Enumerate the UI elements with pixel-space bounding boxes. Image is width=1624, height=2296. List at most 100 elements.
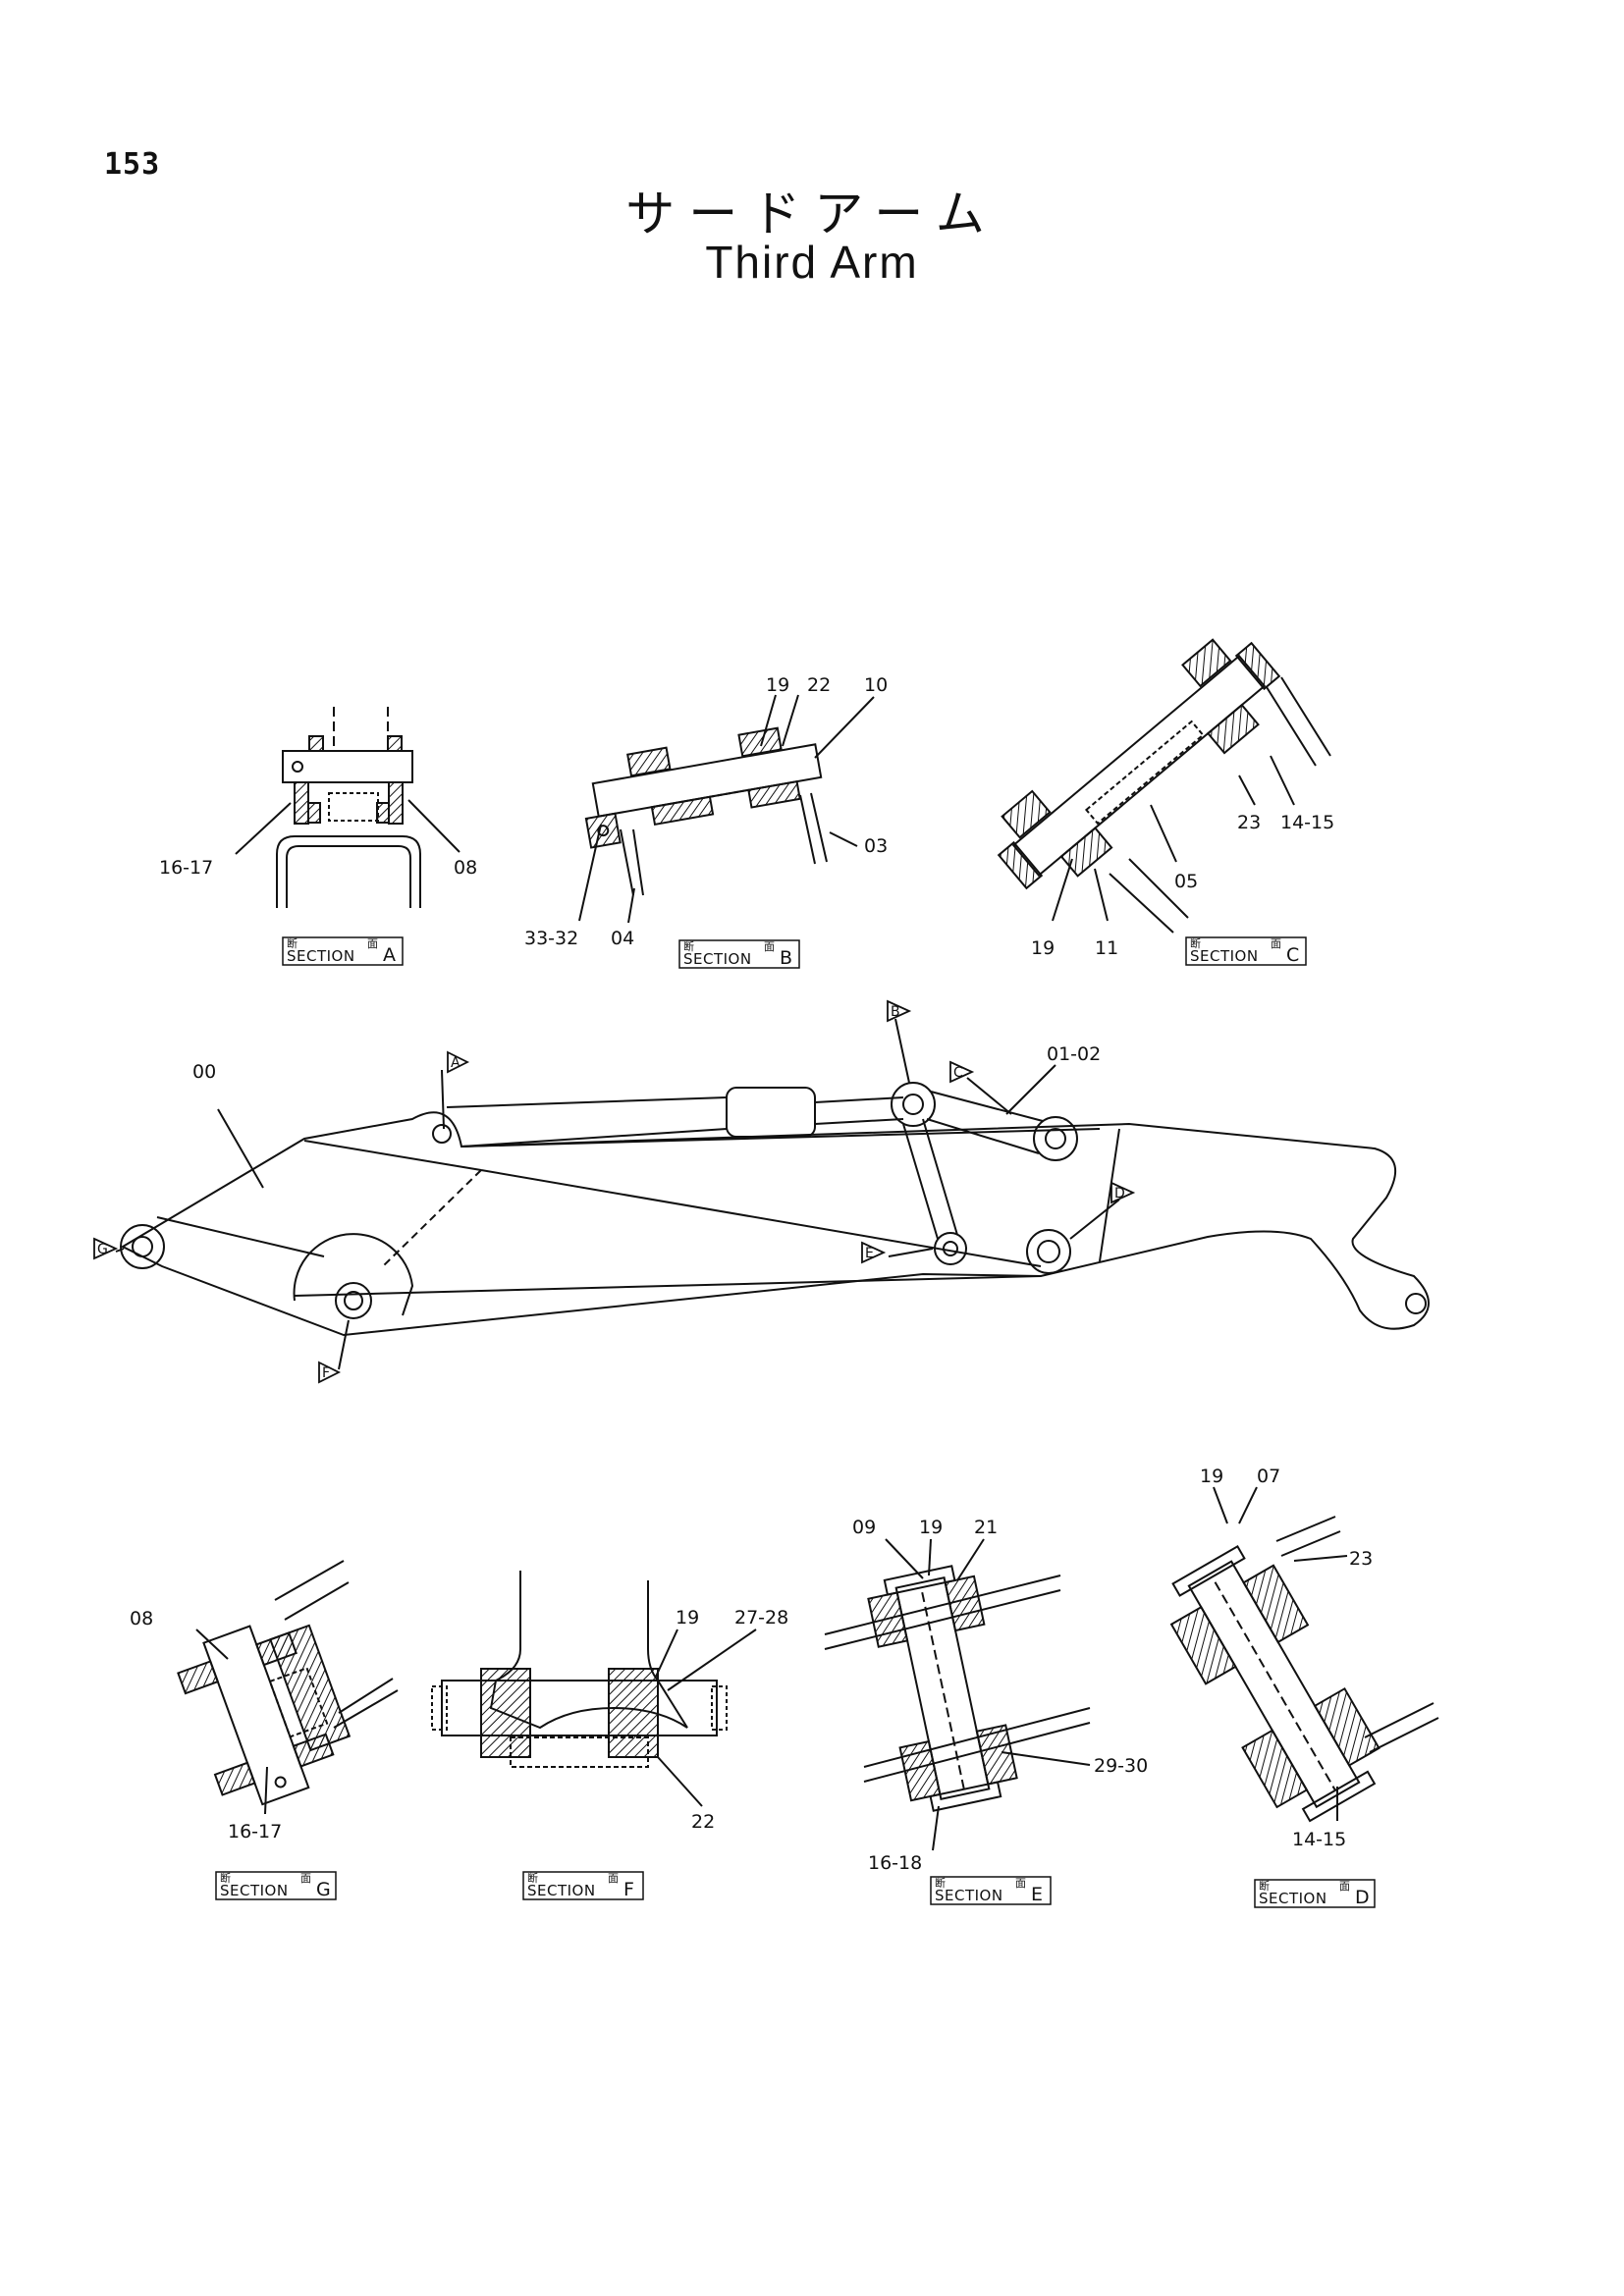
section-f-view <box>431 1571 757 1807</box>
section-c-label-11: 11 <box>1095 937 1118 959</box>
section-c-label-23: 23 <box>1237 812 1261 833</box>
section-c-pin <box>1011 654 1267 878</box>
section-b-view <box>578 694 875 924</box>
svg-text:断: 断 <box>220 1871 231 1885</box>
svg-text:C: C <box>1286 944 1299 966</box>
section-e-label-19: 19 <box>919 1517 943 1538</box>
section-tag-e: E <box>861 1241 887 1264</box>
section-e-pin <box>894 1576 991 1800</box>
section-cut-tags: A B C D E F G <box>93 999 1136 1384</box>
section-tag-b: B <box>887 999 912 1023</box>
section-a-label-16-17: 16-17 <box>159 857 213 879</box>
section-b-label-10: 10 <box>864 674 888 696</box>
section-g-caption: 断 面 SECTION G <box>215 1871 337 1900</box>
section-tag-a: A <box>447 1050 470 1074</box>
svg-text:B: B <box>891 1004 900 1020</box>
section-d-caption: 断 面 SECTION D <box>1254 1879 1376 1908</box>
svg-text:断: 断 <box>527 1871 538 1885</box>
section-e-view <box>824 1538 1091 1851</box>
svg-text:SECTION: SECTION <box>683 950 752 968</box>
pin-a-hole <box>432 1124 452 1144</box>
svg-text:断: 断 <box>1190 936 1201 950</box>
svg-text:断: 断 <box>935 1876 946 1890</box>
third-arm-outline <box>120 1111 1430 1337</box>
section-g-view <box>177 1560 399 1815</box>
svg-text:E: E <box>1031 1884 1043 1905</box>
section-f-label-27-28: 27-28 <box>734 1607 788 1629</box>
title-japanese: サードアーム <box>625 186 999 242</box>
section-b-label-03: 03 <box>864 835 888 857</box>
svg-text:SECTION: SECTION <box>287 947 355 965</box>
section-a-pin <box>282 750 413 783</box>
section-c-label-05: 05 <box>1174 871 1198 892</box>
main-arm-label-01-02: 01-02 <box>1047 1043 1101 1065</box>
bucket-pin-hole <box>1405 1293 1427 1314</box>
svg-text:B: B <box>780 947 792 969</box>
third-arm-assembly <box>115 1018 1430 1370</box>
main-arm-label-00: 00 <box>192 1061 216 1083</box>
svg-text:A: A <box>451 1055 460 1071</box>
svg-text:面: 面 <box>608 1872 619 1885</box>
section-g-label-16-17: 16-17 <box>228 1821 282 1842</box>
section-d-label-23: 23 <box>1349 1548 1373 1570</box>
section-e-label-09: 09 <box>852 1517 876 1538</box>
section-b-label-33-32: 33-32 <box>524 928 578 949</box>
link-assembly <box>891 1082 1078 1265</box>
section-f-label-19: 19 <box>676 1607 699 1629</box>
svg-text:面: 面 <box>1339 1880 1350 1893</box>
svg-text:面: 面 <box>367 937 378 950</box>
section-d-label-07: 07 <box>1257 1466 1280 1487</box>
svg-text:断: 断 <box>1259 1879 1270 1893</box>
svg-text:G: G <box>316 1879 331 1900</box>
pin-f-boss <box>293 1233 414 1316</box>
svg-text:SECTION: SECTION <box>1259 1890 1327 1907</box>
pin-g-boss <box>120 1224 165 1269</box>
section-b-label-04: 04 <box>611 928 634 949</box>
svg-text:D: D <box>1355 1887 1370 1908</box>
svg-text:SECTION: SECTION <box>527 1882 596 1899</box>
section-a-caption: 断 面 SECTION A <box>282 936 404 966</box>
svg-text:断: 断 <box>287 936 298 950</box>
hydraulic-cylinder <box>726 1087 816 1138</box>
section-b-caption: 断 面 SECTION B <box>678 939 800 969</box>
section-c-caption: 断 面 SECTION C <box>1185 936 1307 966</box>
section-tag-c: C <box>949 1060 975 1084</box>
section-f-pin <box>441 1680 718 1736</box>
section-a-label-08: 08 <box>454 857 477 879</box>
section-tag-g: G <box>93 1237 119 1260</box>
svg-text:SECTION: SECTION <box>1190 947 1259 965</box>
svg-text:G: G <box>97 1242 108 1257</box>
page-number: 153 <box>104 147 161 182</box>
svg-text:C: C <box>953 1065 963 1081</box>
section-f-label-22: 22 <box>691 1811 715 1833</box>
title-english: Third Arm <box>705 237 919 288</box>
section-b-label-22: 22 <box>807 674 831 696</box>
svg-text:断: 断 <box>683 939 694 953</box>
section-c-label-19: 19 <box>1031 937 1055 959</box>
svg-text:F: F <box>322 1365 330 1381</box>
pin-d-boss <box>1026 1229 1071 1274</box>
svg-text:D: D <box>1114 1186 1125 1201</box>
section-b-label-19: 19 <box>766 674 789 696</box>
section-a-leader-16-17 <box>235 802 292 855</box>
section-e-label-21: 21 <box>974 1517 998 1538</box>
section-a-view <box>235 707 460 908</box>
section-d-label-19: 19 <box>1200 1466 1223 1487</box>
svg-text:F: F <box>623 1879 634 1900</box>
svg-text:面: 面 <box>300 1872 311 1885</box>
section-d-view <box>1169 1486 1439 1823</box>
svg-text:面: 面 <box>764 940 775 953</box>
section-d-label-14-15: 14-15 <box>1292 1829 1346 1850</box>
section-tag-d: D <box>1110 1181 1136 1204</box>
svg-text:E: E <box>865 1246 874 1261</box>
svg-text:A: A <box>383 944 396 966</box>
svg-text:面: 面 <box>1015 1877 1026 1890</box>
section-c-view <box>997 638 1331 934</box>
section-e-label-16-18: 16-18 <box>868 1852 922 1874</box>
svg-text:SECTION: SECTION <box>935 1887 1003 1904</box>
svg-text:面: 面 <box>1271 937 1281 950</box>
section-e-caption: 断 面 SECTION E <box>930 1876 1052 1905</box>
section-c-label-14-15: 14-15 <box>1280 812 1334 833</box>
